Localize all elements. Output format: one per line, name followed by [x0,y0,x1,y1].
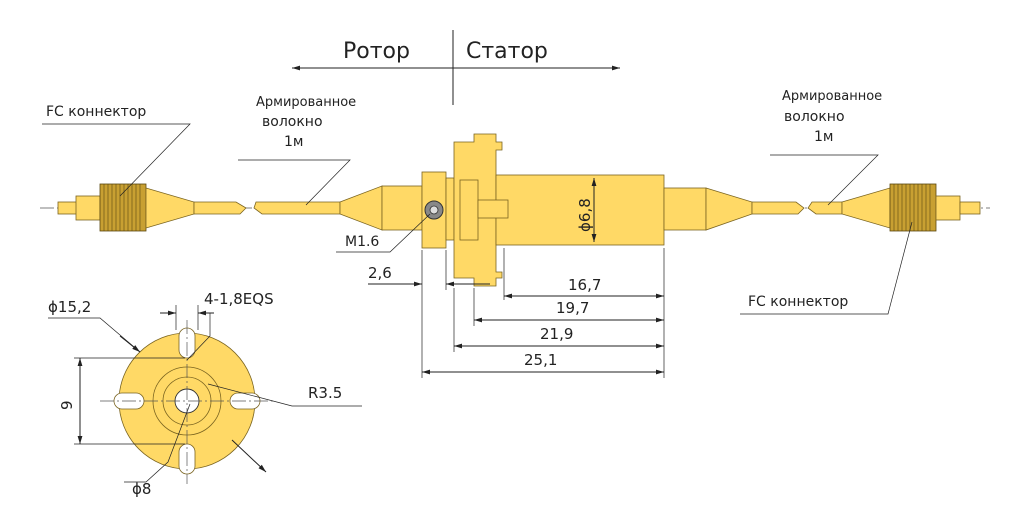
length-dimensions: 2,6 16,7 19,7 21,9 25,1 [368,248,665,378]
fiber-left-label-1: Армированное [256,95,356,110]
flange-front-view: 9 ϕ15,2 4-1,8EQS R3.5 ϕ8 [48,290,362,498]
dim-center-d: ϕ8 [132,480,151,498]
dim-16-7: 16,7 [568,276,601,294]
right-strain-relief [663,187,707,231]
stator: ϕ6,8 [453,133,665,287]
left-boot [145,187,195,229]
fiber-left-label-3: 1м [284,134,303,150]
fiber-right-leader [770,154,879,206]
dim-flange-d: ϕ15,2 [48,298,91,316]
rotor-label: Ротор [343,39,410,64]
inner-bore [477,199,509,219]
dim-6-8-label: ϕ6,8 [576,198,594,232]
left-taper [339,185,383,231]
fc-left-label: FC коннектор [46,104,146,120]
dim-9: 9 [58,400,76,410]
callouts: FC коннектор Армированное волокно 1м Арм… [42,89,913,315]
m16-leader [336,213,431,253]
rotor-stator-header: Ротор Статор [292,30,620,105]
right-knurled-nut [889,183,937,232]
right-taper [705,187,753,231]
left-fiber-segment [193,201,247,215]
flange-hub [459,179,479,241]
m16-label: M1.6 [345,234,379,250]
fiber-right-label-1: Армированное [782,89,882,104]
fiber-left-leader [238,159,351,206]
right-boot [841,187,891,229]
fc-left-leader [42,123,191,197]
right-ferrule-body [935,195,961,221]
stator-label: Статор [466,39,548,64]
left-ferrule-body [75,195,101,221]
dim-25-1: 25,1 [524,351,557,369]
dim-holes: 4-1,8EQS [204,290,274,308]
fiber-right-label-2: волокно [784,109,845,125]
right-fiber [663,187,843,231]
left-strain-relief [381,185,423,231]
dim-21-9: 21,9 [540,325,573,343]
fc-right-label: FC коннектор [748,294,848,310]
left-ferrule-tip [57,201,79,215]
right-fiber-jacket [807,201,843,215]
dim-2-6: 2,6 [368,264,392,282]
left-knurled-nut [99,183,147,232]
left-fiber [253,185,423,231]
rotor [421,171,455,249]
dim-radius: R3.5 [308,384,342,402]
right-fc-connector [841,183,981,232]
left-fiber-jacket [253,201,341,215]
left-fc-connector [57,183,247,232]
right-fiber-segment [751,201,805,215]
stator-housing [495,174,665,246]
right-ferrule-tip [959,201,981,215]
fiber-right-label-3: 1м [814,129,833,145]
fiber-left-label-2: волокно [262,114,323,130]
fc-right-leader [740,221,913,315]
rotor-shaft [445,177,455,241]
dim-19-7: 19,7 [556,299,589,317]
